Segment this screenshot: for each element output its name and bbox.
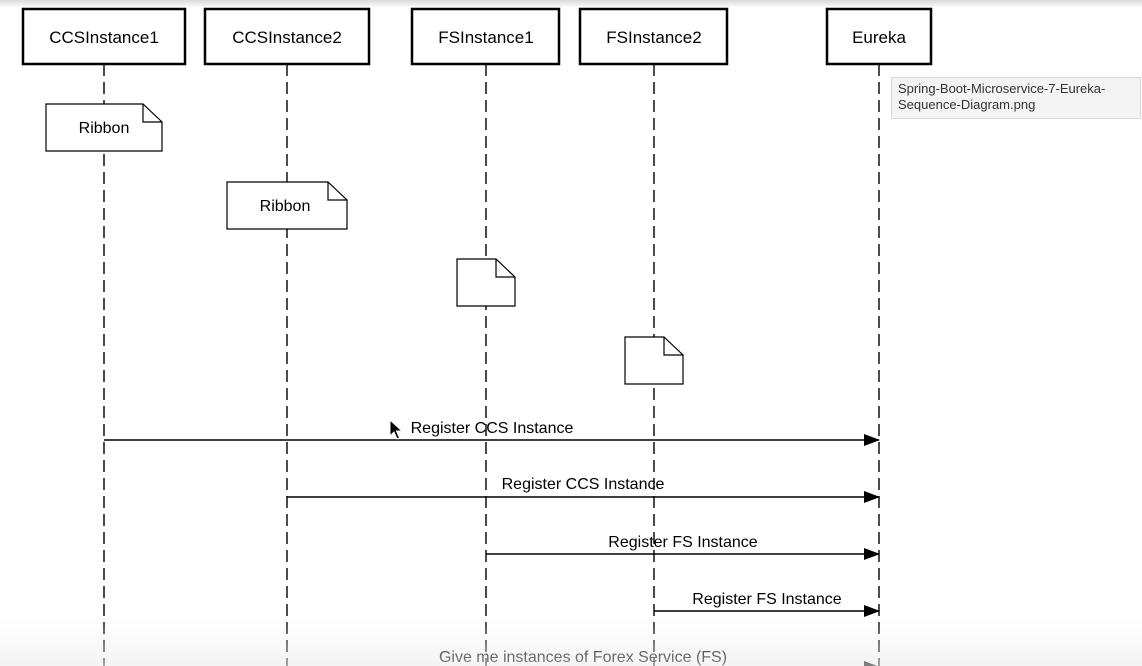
message-4: Register FS Instance: [654, 591, 880, 617]
participant-fs1: FSInstance1: [410, 7, 561, 66]
note-ccs2-ribbon: Ribbon: [226, 181, 348, 230]
note-label: Ribbon: [260, 198, 311, 215]
message-1: Register CCS Instance: [104, 420, 880, 446]
message-label: Register CCS Instance: [502, 476, 665, 493]
window-top-edge: [0, 0, 1142, 8]
participant-ccs1: CCSInstance1: [21, 7, 187, 66]
message-5: Give me instances of Forex Service (FS): [439, 649, 880, 666]
participant-ccs2: CCSInstance2: [203, 7, 371, 66]
mouse-cursor-icon: [389, 418, 404, 440]
note-fs2-empty: [624, 336, 684, 385]
filename-tooltip: Spring-Boot-Microservice-7-Eureka- Seque…: [891, 77, 1141, 119]
note-ccs1-ribbon: Ribbon: [45, 103, 163, 152]
message-3: Register FS Instance: [486, 534, 880, 560]
participant-label: FSInstance2: [606, 28, 701, 47]
message-label: Register FS Instance: [608, 534, 758, 551]
note-fs1-empty: [456, 258, 516, 307]
message-label: Register CCS Instance: [411, 420, 574, 437]
message-label: Give me instances of Forex Service (FS): [439, 649, 727, 666]
participant-eureka: Eureka: [825, 7, 933, 66]
participant-label: Eureka: [852, 28, 906, 47]
message-2: Register CCS Instance: [287, 476, 880, 503]
participant-label: CCSInstance1: [49, 28, 159, 47]
lifelines: [103, 64, 880, 666]
message-label: Register FS Instance: [692, 591, 842, 608]
participant-fs2: FSInstance2: [578, 7, 729, 66]
note-label: Ribbon: [79, 120, 130, 137]
tooltip-line-1: Spring-Boot-Microservice-7-Eureka-: [898, 81, 1106, 96]
tooltip-line-2: Sequence-Diagram.png: [898, 97, 1036, 112]
participant-label: FSInstance1: [438, 28, 533, 47]
participant-label: CCSInstance2: [232, 28, 342, 47]
